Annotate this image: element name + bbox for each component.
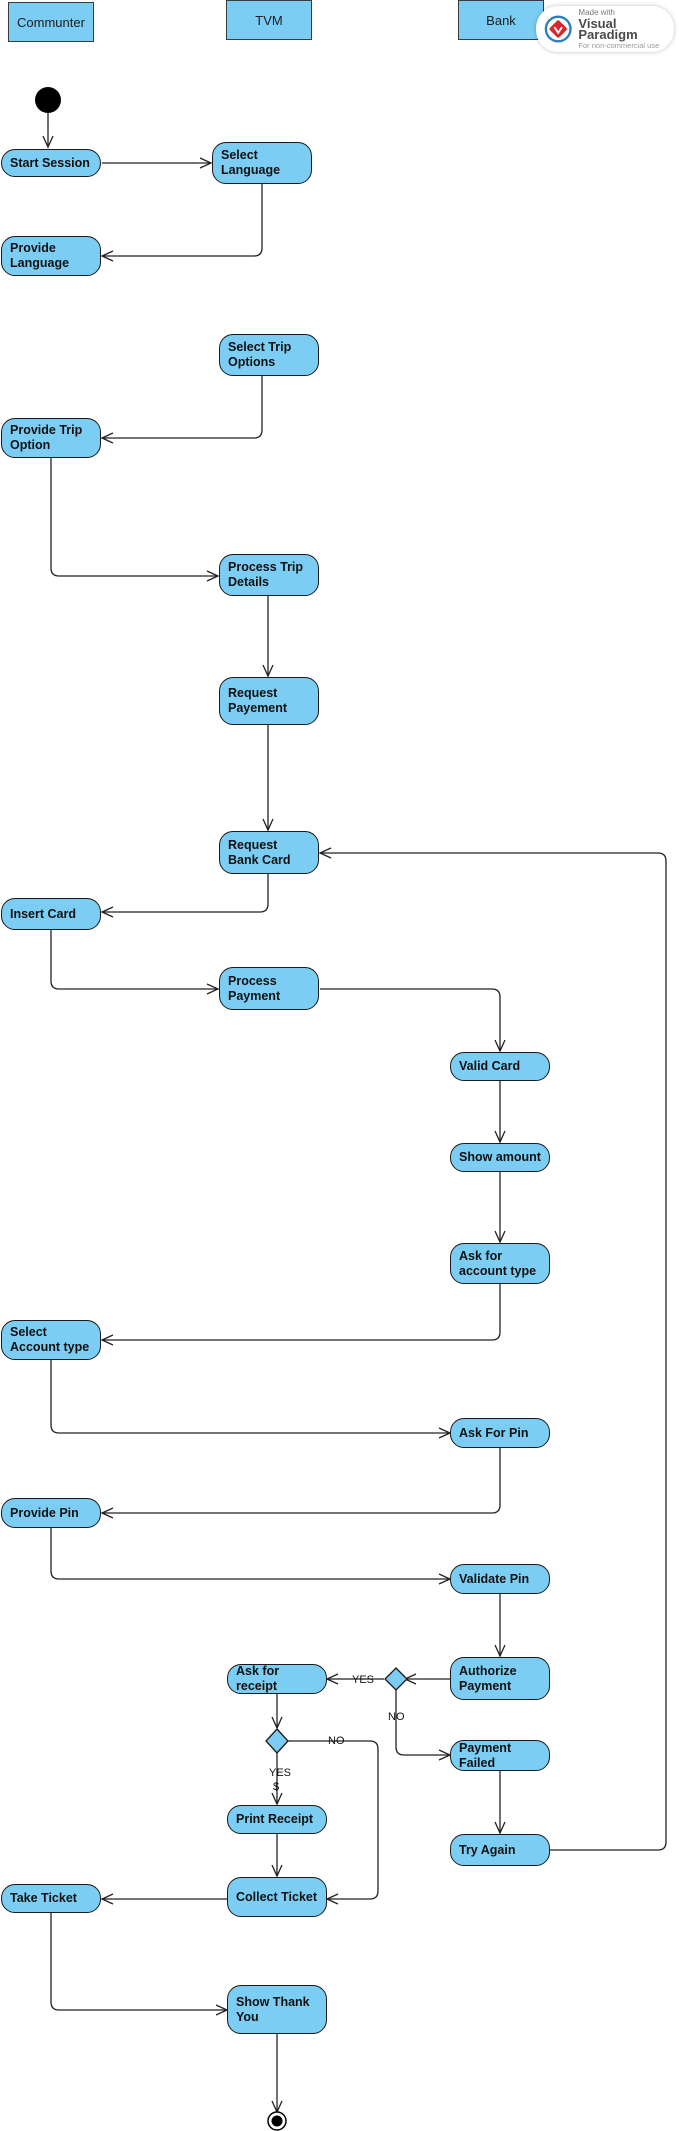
action-label: Select Account type	[10, 1325, 90, 1354]
action-show-amount: Show amount	[450, 1143, 550, 1172]
action-process-payment: Process Payment	[219, 967, 319, 1010]
action-validate-pin: Validate Pin	[450, 1564, 550, 1594]
action-label: Authorize Payment	[459, 1663, 517, 1693]
action-label: Provide Language	[10, 241, 70, 270]
action-show-thank-you: Show Thank You	[227, 1985, 327, 2034]
flow-decision-no-to-payment-failed	[395, 1690, 452, 1761]
action-label: Take Ticket	[10, 1891, 77, 1905]
action-select-language: Select Language	[212, 142, 312, 184]
action-authorize-payment: Authorize Payment	[450, 1657, 550, 1700]
guard-auth-no: NO	[388, 1711, 405, 1723]
flow-receipt-decision-no-to-collect-ticket	[288, 1740, 379, 1905]
action-label: Process Payment	[228, 973, 281, 1003]
action-label: Provide Pin	[10, 1505, 79, 1520]
action-label: Valid Card	[459, 1059, 521, 1073]
visual-paradigm-logo-icon	[544, 15, 572, 43]
action-process-trip-details: Process Trip Details	[219, 554, 319, 596]
flow-try-again-to-request-bank-card	[318, 847, 667, 1851]
action-insert-card: Insert Card	[1, 898, 101, 930]
action-provide-language: Provide Language	[1, 236, 101, 276]
flow-select-account-type-to-ask-pin	[50, 1360, 452, 1439]
action-provide-trip-option: Provide Trip Option	[1, 418, 101, 458]
action-valid-card: Valid Card	[450, 1052, 550, 1081]
action-request-bank-card: Request Bank Card	[219, 831, 319, 874]
flow-take-ticket-to-show-thank-you	[50, 1913, 229, 2016]
watermark-note: For non-commercial use	[578, 41, 660, 50]
flow-ask-pin-to-provide-pin	[100, 1448, 501, 1519]
swimlane-commuter: Communter	[8, 2, 94, 42]
action-select-account-type: Select Account type	[1, 1320, 101, 1360]
flow-provide-trip-to-process-trip	[50, 458, 220, 582]
action-request-payement: Request Payement	[219, 677, 319, 725]
action-payment-failed: Payment Failed	[450, 1740, 550, 1771]
action-label: Provide Trip Option	[10, 423, 83, 452]
flow-select-trip-to-provide-trip	[100, 376, 263, 444]
watermark-badge: Made with Visual Paradigm For non-commer…	[536, 6, 674, 52]
guard-receipt-yes: YES	[269, 1767, 292, 1779]
action-label: Payment Failed	[459, 1740, 512, 1770]
action-collect-ticket: Collect Ticket	[227, 1877, 327, 1917]
receipt-decision-node	[265, 1728, 289, 1754]
action-label: Insert Card	[10, 906, 76, 921]
flow-provide-pin-to-validate-pin	[50, 1528, 452, 1585]
watermark-made-with: Made with	[578, 8, 615, 17]
action-label: Print Receipt	[236, 1812, 314, 1826]
guard-receipt-no: NO	[328, 1735, 345, 1747]
action-provide-pin: Provide Pin	[1, 1498, 101, 1528]
action-label: Request Bank Card	[228, 837, 291, 867]
action-label: Validate Pin	[459, 1571, 530, 1586]
initial-node	[35, 87, 61, 113]
action-label: Try Again	[459, 1842, 516, 1857]
action-ask-for-pin: Ask For Pin	[450, 1418, 550, 1448]
action-label: Start Session	[10, 155, 90, 170]
action-label: Ask for account type	[459, 1248, 537, 1278]
flow-ask-account-type-to-select-account-type	[100, 1284, 501, 1346]
guard-auth-yes: YES	[352, 1674, 375, 1686]
flow-process-payment-to-valid-card	[320, 988, 506, 1053]
final-node-core	[271, 2115, 283, 2127]
payment-decision-node	[384, 1667, 408, 1691]
action-ask-for-account-type: Ask for account type	[450, 1243, 550, 1284]
action-label: Select Trip Options	[228, 340, 292, 369]
flow-request-bank-card-to-insert-card	[100, 874, 269, 918]
action-try-again: Try Again	[450, 1834, 550, 1866]
flow-select-language-to-provide-language	[100, 183, 263, 262]
action-print-receipt: Print Receipt	[227, 1805, 327, 1834]
swimlane-tvm: TVM	[226, 0, 312, 40]
action-label: Show amount	[459, 1150, 541, 1164]
watermark-brand: Visual Paradigm	[578, 16, 638, 42]
action-ask-for-receipt: Ask for receipt	[227, 1664, 327, 1694]
action-start-session: Start Session	[1, 149, 101, 177]
action-label: Collect Ticket	[236, 1889, 318, 1904]
action-select-trip-options: Select Trip Options	[219, 334, 319, 376]
action-label: Ask For Pin	[459, 1425, 529, 1440]
flow-insert-card-to-process-payment	[50, 930, 220, 995]
action-take-ticket: Take Ticket	[1, 1884, 101, 1913]
swimlane-bank: Bank	[458, 0, 544, 40]
action-label: Select Language	[221, 148, 281, 177]
action-label: Ask for receipt	[236, 1664, 280, 1693]
action-label: Request Payement	[228, 686, 288, 715]
guard-receipt-marker: $	[273, 1781, 280, 1793]
action-label: Show Thank You	[236, 1994, 310, 2024]
action-label: Process Trip Details	[228, 560, 304, 589]
